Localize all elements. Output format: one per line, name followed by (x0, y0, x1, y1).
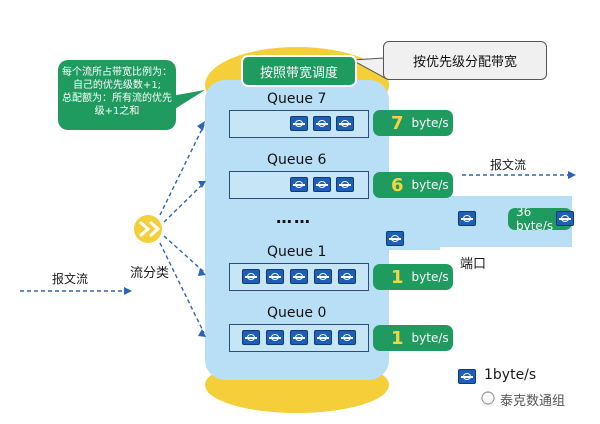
queue-1-box (229, 263, 369, 291)
packet-icon (338, 330, 356, 345)
queue-7-label: Queue 7 (267, 91, 327, 107)
priority-note: 按优先级分配带宽 (383, 41, 547, 80)
queue-0-label: Queue 0 (267, 305, 327, 321)
bandwidth-value: 1 (391, 327, 404, 349)
packet-icon (313, 116, 331, 131)
packet-icon (266, 330, 284, 345)
legend-packet-icon (458, 369, 476, 384)
callout-line: 每个流所占带宽比例为： (62, 67, 172, 78)
arrow-heads (124, 121, 576, 337)
packet-icon (336, 177, 354, 192)
bandwidth-unit: byte/s (411, 331, 449, 345)
cylinder-body (205, 80, 389, 380)
packet-icon (290, 330, 308, 345)
watermark-icon (481, 391, 495, 405)
bandwidth-unit: byte/s (411, 178, 449, 192)
priority-note-text: 按优先级分配带宽 (412, 55, 517, 70)
bandwidth-value: 7 (391, 112, 404, 134)
packet-icon (313, 177, 331, 192)
queue-6-label: Queue 6 (267, 152, 327, 168)
packet-icon (314, 330, 332, 345)
callout-line: 总配额为：所有流的优先 (62, 93, 172, 104)
scheduler-title-text: 按照带宽调度 (259, 65, 338, 81)
classifier-label: 流分类 (130, 266, 170, 281)
packet-icon (290, 177, 308, 192)
output-flow-label: 报文流 (490, 158, 527, 172)
queue-6-bandwidth: 6 byte/s (373, 172, 453, 198)
bandwidth-value: 6 (391, 174, 404, 196)
packet-icon (290, 269, 308, 284)
queue-1-bandwidth: 1 byte/s (373, 264, 453, 290)
packet-icon (290, 116, 308, 131)
packet-icon (556, 211, 574, 226)
queue-1-label: Queue 1 (267, 244, 327, 260)
callout-line: 级+1之和 (94, 106, 140, 117)
scheduler-title: 按照带宽调度 (241, 55, 357, 87)
packet-icon (314, 269, 332, 284)
packet-icon (386, 231, 404, 246)
dispatch-arrows (20, 124, 570, 334)
legend-label: 1byte/s (484, 367, 537, 383)
bandwidth-unit: byte/s (411, 270, 449, 284)
packet-icon (338, 269, 356, 284)
packet-icon (458, 211, 476, 226)
watermark-text: 泰克数通组 (500, 394, 566, 409)
bandwidth-rule-callout: 每个流所占带宽比例为： 自己的优先级数+1; 总配额为：所有流的优先 级+1之和 (58, 60, 176, 130)
bandwidth-unit: byte/s (411, 116, 449, 130)
input-flow-label: 报文流 (52, 272, 89, 286)
packet-icon (336, 116, 354, 131)
packet-icon (242, 269, 260, 284)
packet-icon (266, 269, 284, 284)
queue-6-box (229, 171, 369, 199)
queue-7-bandwidth: 7 byte/s (373, 110, 453, 136)
queue-7-box (229, 110, 369, 138)
queue-0-box (229, 324, 369, 352)
callout-line: 自己的优先级数+1; (72, 80, 162, 91)
packet-icon (242, 330, 260, 345)
queue-0-bandwidth: 1 byte/s (373, 325, 453, 351)
classifier-diamond (134, 215, 162, 243)
queue-ellipsis: …… (276, 208, 312, 227)
port-label: 端口 (460, 257, 487, 272)
bandwidth-value: 1 (391, 266, 404, 288)
port-rate-text: 36 byte/s (516, 208, 554, 230)
